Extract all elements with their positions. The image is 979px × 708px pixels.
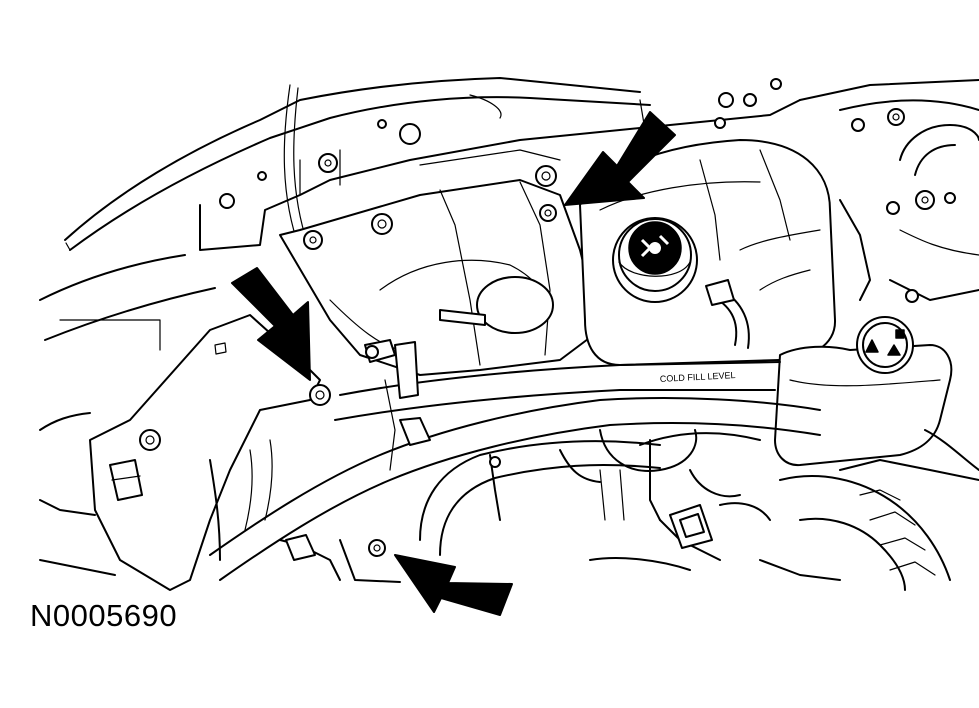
reservoir-fill-label: COLD FILL LEVEL [660, 370, 736, 384]
figure-id-label: N0005690 [30, 598, 178, 633]
callout-arrow-bottom [394, 554, 513, 616]
lower-components [209, 429, 979, 591]
strut-tower [799, 79, 979, 303]
cowl-bracket [199, 78, 801, 251]
engine-cover [279, 149, 601, 376]
left-fender-bracket [39, 314, 331, 591]
callout-arrow-left [231, 267, 311, 381]
hoses [209, 339, 821, 581]
coolant-reservoir [579, 139, 837, 366]
hose-band: COLD FILL LEVEL [334, 361, 781, 421]
callout-arrow-top-right [564, 111, 676, 206]
